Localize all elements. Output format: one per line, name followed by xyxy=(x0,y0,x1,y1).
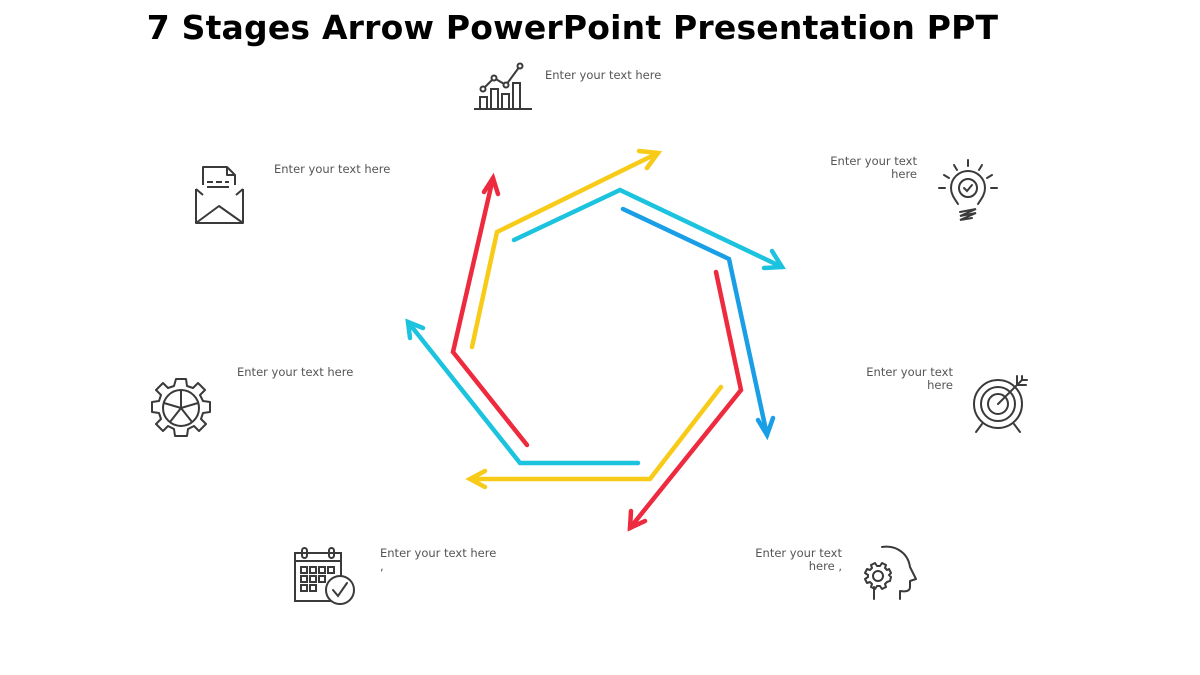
stage-6-text-line: Enter your text here xyxy=(237,365,354,379)
gear-pie-icon xyxy=(149,376,213,444)
stage-7-text-line: Enter your text here xyxy=(274,162,391,176)
stage-2-text[interactable]: Enter your text here xyxy=(820,155,917,181)
stage-3-text[interactable]: Enter your text here xyxy=(856,366,953,392)
stage-3-text-line-2: here xyxy=(927,378,953,392)
arrow-stage-4 xyxy=(627,269,744,532)
bar-chart-growth-icon xyxy=(472,60,534,116)
stage-1-text[interactable]: Enter your text here xyxy=(545,69,661,82)
stage-2-text-line-2: here xyxy=(891,167,917,181)
lightbulb-check-icon xyxy=(936,158,1000,232)
target-dartboard-icon xyxy=(970,372,1032,438)
page-title: 7 Stages Arrow PowerPoint Presentation P… xyxy=(146,8,999,47)
arrow-stage-7 xyxy=(450,172,530,448)
arrow-stage-5 xyxy=(465,384,724,490)
envelope-letter-icon xyxy=(193,165,249,231)
stage-7-text[interactable]: Enter your text here xyxy=(274,163,390,176)
stage-5-text-line-2: , xyxy=(380,559,384,573)
stage-4-text[interactable]: Enter your text here , xyxy=(745,547,842,573)
stage-2-text-line-1: Enter your text xyxy=(830,154,917,168)
stage-4-text-line-1: Enter your text xyxy=(755,546,842,560)
arrow-stage-6 xyxy=(405,318,641,466)
head-gear-icon xyxy=(856,543,922,607)
stage-3-text-line-1: Enter your text xyxy=(866,365,953,379)
stage-4-text-line-2: here , xyxy=(808,559,842,573)
arrow-stage-1 xyxy=(469,148,663,350)
stage-6-text[interactable]: Enter your text here xyxy=(237,366,353,379)
stage-5-text-line-1: Enter your text here xyxy=(380,546,497,560)
arrow-stage-2 xyxy=(511,187,786,271)
stage-5-text[interactable]: Enter your text here , xyxy=(380,547,496,573)
arrow-stage-3 xyxy=(620,206,776,441)
stage-1-text-line: Enter your text here xyxy=(545,68,662,82)
calendar-check-icon xyxy=(292,545,358,611)
